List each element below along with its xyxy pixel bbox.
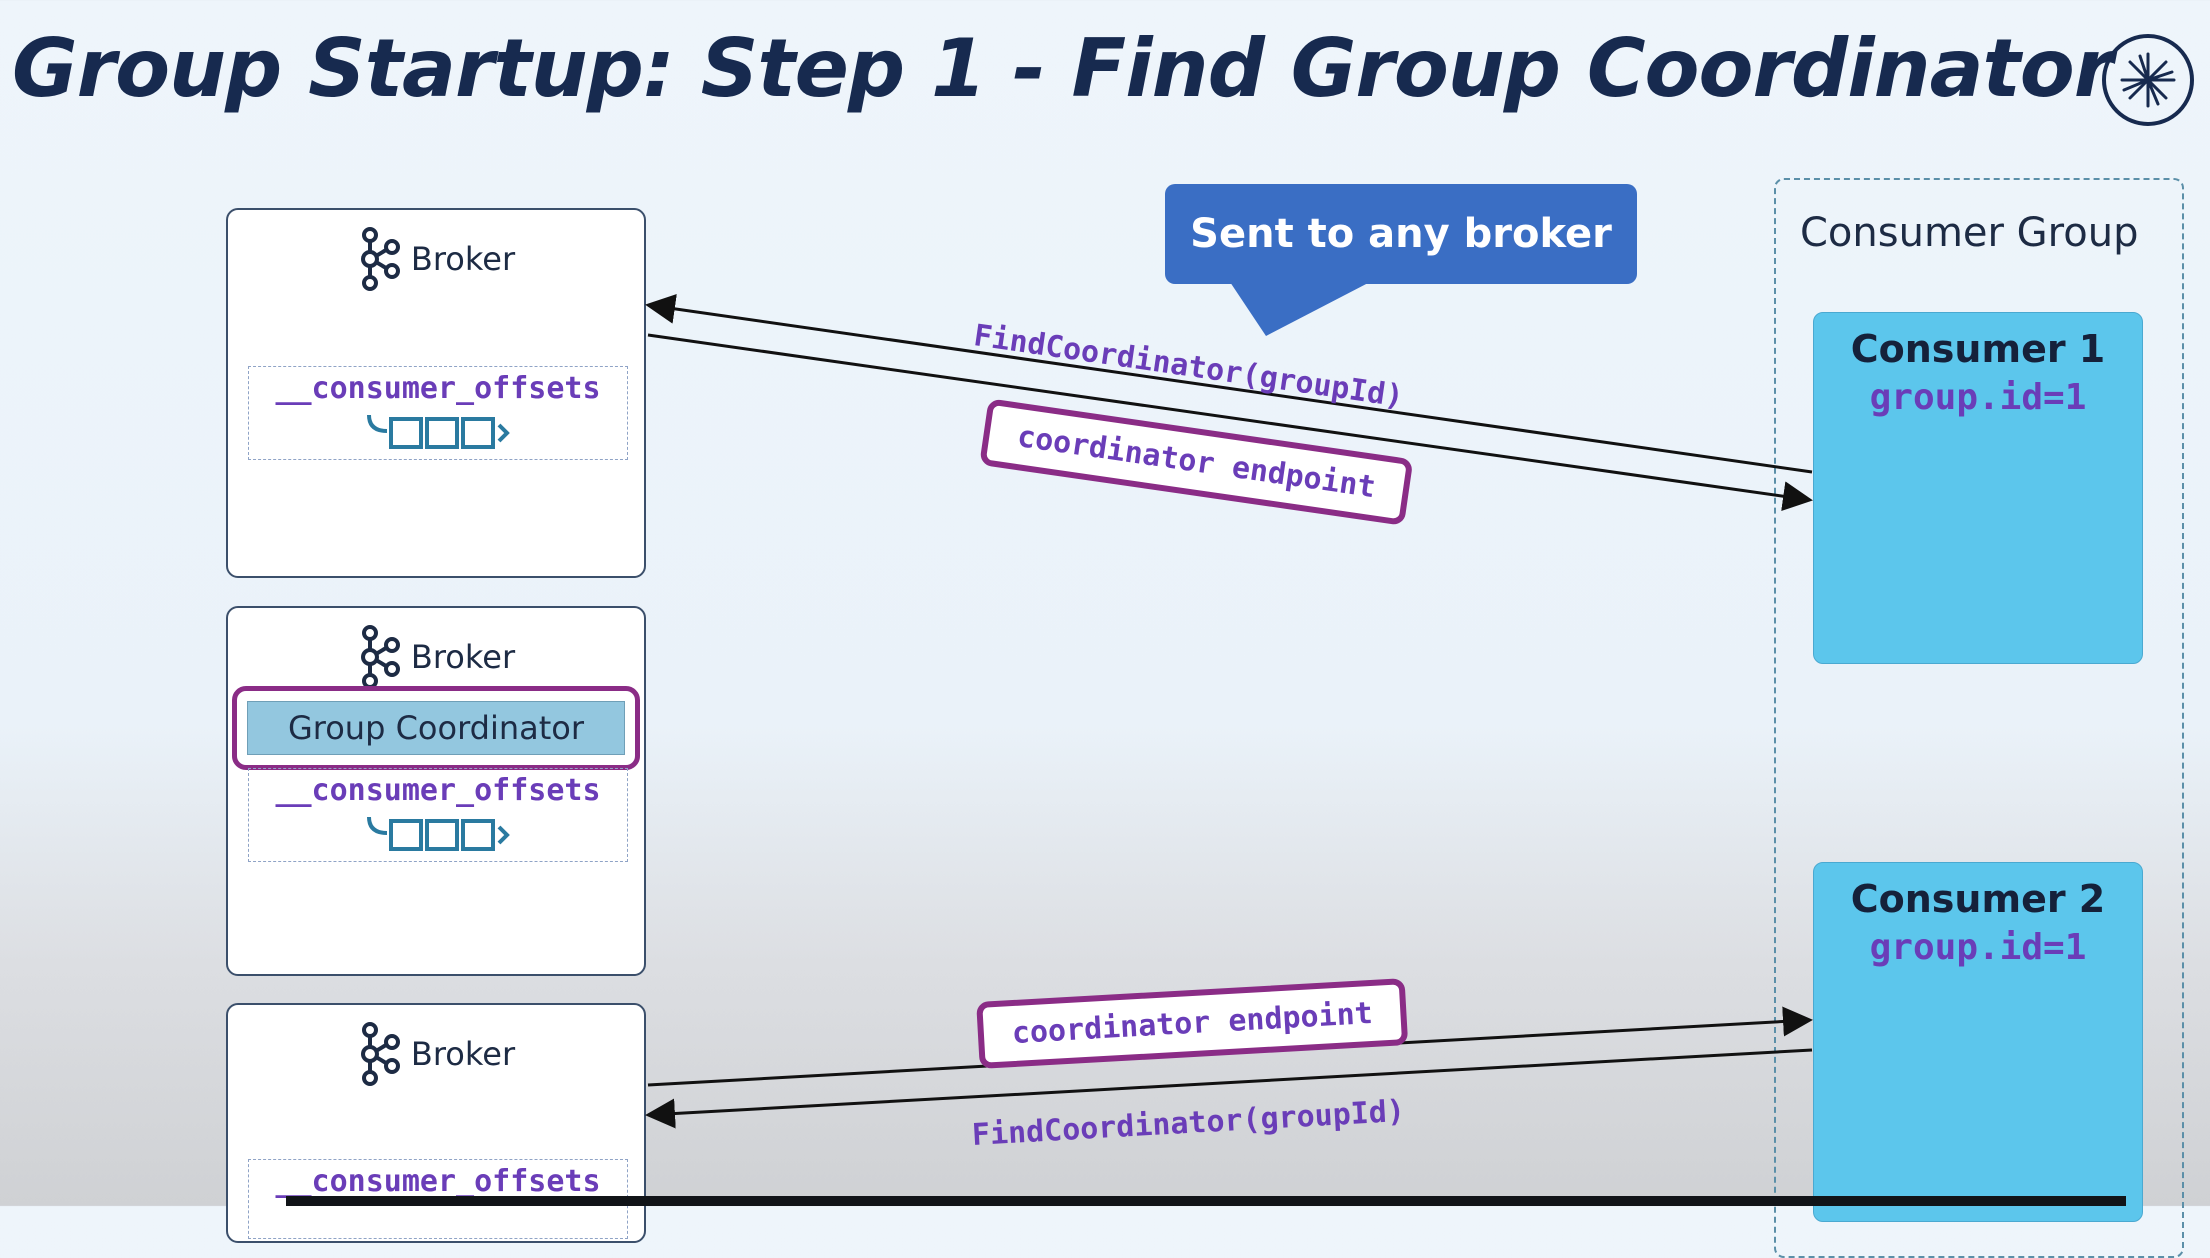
confluent-logo-icon (2102, 34, 2194, 126)
consumer-offsets-topic: __consumer_offsets (248, 768, 628, 862)
queue-icon (367, 816, 510, 851)
consumer-offsets-label: __consumer_offsets (275, 773, 601, 808)
page-title: Group Startup: Step 1 - Find Group Coord… (12, 22, 2113, 115)
request-arrow-top (645, 293, 1813, 474)
consumer-offsets-label: __consumer_offsets (275, 371, 601, 406)
broker-label: Broker (410, 1035, 516, 1073)
broker-header: Broker (228, 224, 644, 294)
consumer-offsets-label: __consumer_offsets (275, 1164, 601, 1199)
request-arrow-bottom (645, 1048, 1813, 1129)
broker-1: Broker __consumer_offsets (226, 208, 646, 578)
consumer-group-label: Consumer Group (1800, 210, 2139, 256)
broker-label: Broker (410, 638, 516, 676)
broker-2: Broker Group Coordinator __consumer_offs… (226, 606, 646, 976)
response-arrow-top (647, 333, 1813, 512)
consumer-group-id: group.id=1 (1869, 927, 2087, 968)
queue-icon (367, 414, 510, 449)
kafka-icon (360, 1022, 400, 1086)
consumer-name: Consumer 2 (1850, 877, 2106, 921)
callout-tail (1230, 282, 1370, 336)
consumer-name: Consumer 1 (1850, 327, 2106, 371)
kafka-icon (360, 625, 400, 689)
kafka-icon (360, 227, 400, 291)
group-coordinator: Group Coordinator (247, 701, 625, 755)
broker-header: Broker (228, 622, 644, 692)
caption-bar (286, 1196, 2126, 1206)
group-coordinator-highlight: Group Coordinator (232, 686, 640, 770)
consumer-offsets-topic: __consumer_offsets (248, 366, 628, 460)
consumer-2: Consumer 2 group.id=1 (1813, 862, 2143, 1222)
broker-label: Broker (410, 240, 516, 278)
broker-header: Broker (228, 1019, 644, 1089)
consumer-1: Consumer 1 group.id=1 (1813, 312, 2143, 664)
consumer-group-id: group.id=1 (1869, 377, 2087, 418)
sent-to-any-broker-callout: Sent to any broker (1165, 184, 1637, 284)
